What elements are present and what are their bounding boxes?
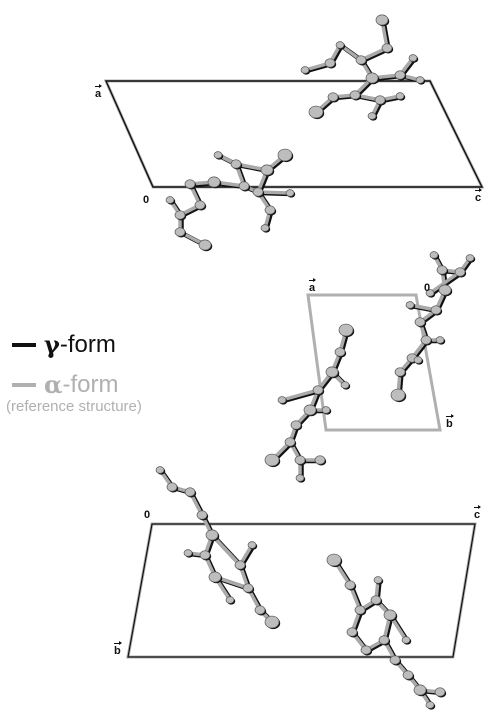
axis-label-a-middle: a — [309, 278, 317, 294]
axis-label-a-top: a — [95, 84, 103, 100]
axis-label-c-bottom: c — [474, 505, 482, 521]
legend-gamma-symbol: γ — [44, 330, 60, 359]
molecule-bottom-2 — [326, 553, 447, 710]
legend-alpha-label: -form — [62, 370, 119, 398]
legend-alpha-swatch — [12, 382, 36, 387]
origin-label-middle: 0 — [424, 282, 431, 294]
molecule-middle-2 — [264, 323, 355, 483]
unit-cell-bottom — [126, 522, 477, 659]
axis-label-b-middle: b — [446, 414, 454, 430]
origin-label-bottom: 0 — [144, 509, 151, 521]
molecules-layer — [155, 14, 476, 710]
legend-gamma: γ -form — [12, 330, 116, 359]
legend-alpha: α -form — [12, 370, 118, 399]
legend-gamma-label: -form — [59, 330, 116, 358]
unit-cell-top — [103, 79, 485, 189]
molecule-top-1 — [300, 14, 426, 121]
axis-label-c-top: c — [475, 188, 483, 204]
legend-alpha-symbol: α — [44, 370, 63, 399]
molecule-middle-1 — [390, 251, 476, 403]
axis-label-b-bottom: b — [114, 641, 122, 657]
molecule-top-2 — [165, 148, 296, 252]
origin-label-top: 0 — [143, 194, 150, 206]
molecule-bottom-1 — [155, 466, 281, 630]
legend-alpha-note: (reference structure) — [6, 398, 142, 415]
legend-gamma-swatch — [12, 342, 36, 347]
